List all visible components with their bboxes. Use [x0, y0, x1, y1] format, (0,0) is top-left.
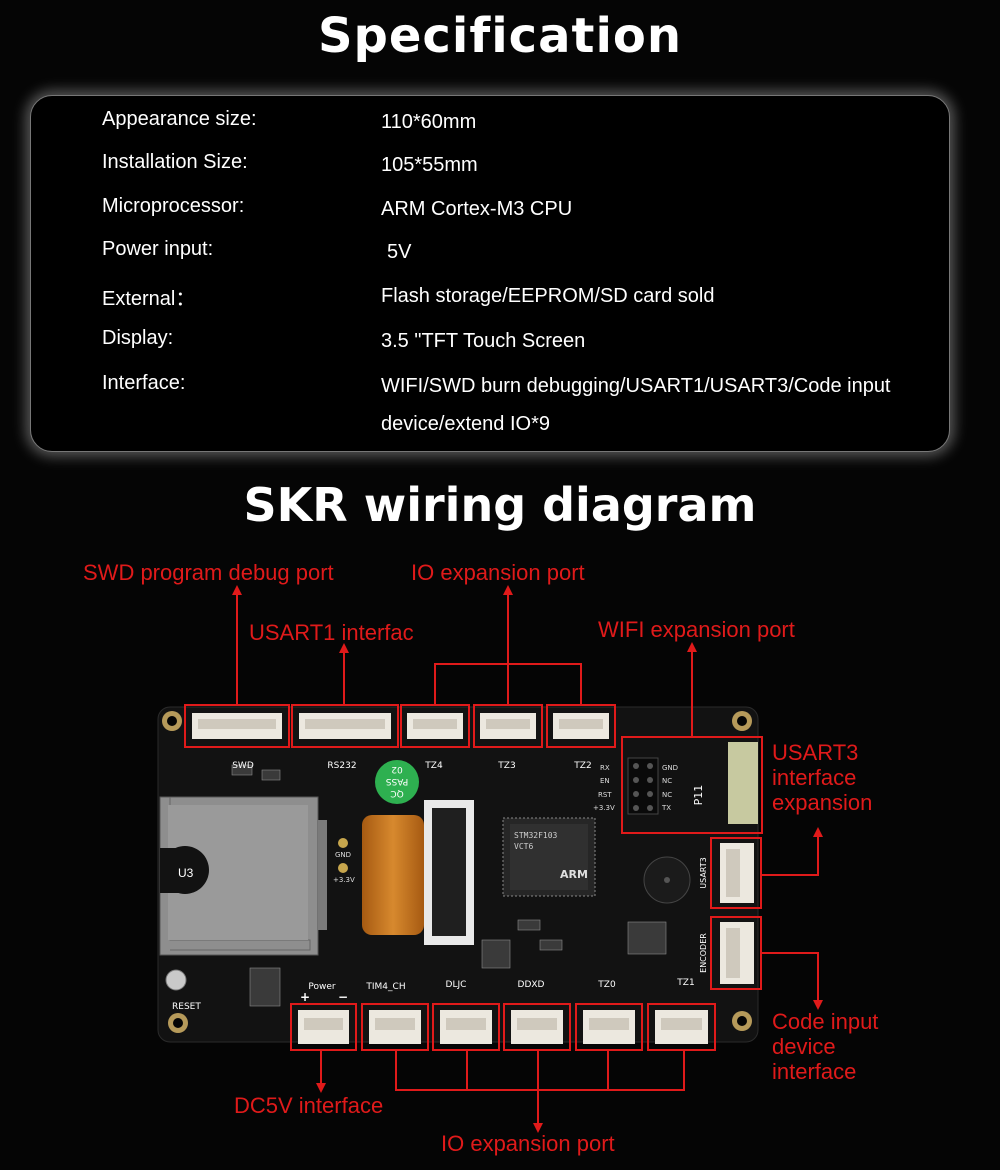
- small-components: [231, 764, 667, 1007]
- reset-label: RESET: [172, 1002, 201, 1012]
- callout-code-input: Code input device interface: [772, 1009, 879, 1084]
- spec-row: External： Flash storage/EEPROM/SD card s…: [31, 282, 949, 312]
- p11-label: P11: [692, 785, 705, 806]
- reset-button: [165, 969, 187, 991]
- spec-label: Microprocessor:: [102, 195, 245, 217]
- spec-label: Installation Size:: [102, 151, 248, 173]
- tz1-board-label: TZ1: [676, 978, 694, 988]
- qc-line1: QC: [390, 788, 403, 798]
- wifi-nc2: NC: [662, 791, 672, 799]
- spec-row: Installation Size: 105*55mm: [31, 151, 949, 181]
- swd-label: SWD: [232, 761, 254, 771]
- tz0-board-label: TZ0: [597, 980, 616, 990]
- spec-value: WIFI/SWD burn debugging/USART1/USART3/Co…: [381, 375, 891, 435]
- callout-usart1: USART1 interfac: [249, 620, 414, 645]
- chip-brand: ARM: [560, 868, 588, 881]
- spec-row: Power input: 5V: [31, 238, 949, 268]
- u3-label: U3: [178, 866, 194, 880]
- spec-label: External：: [102, 288, 196, 310]
- spec-row: Display: 3.5 "TFT Touch Screen: [31, 327, 949, 357]
- tz1-connector: [647, 1003, 716, 1051]
- spec-value: Flash storage/EEPROM/SD card sold: [381, 285, 715, 307]
- usart3-board-label: USART3: [699, 857, 708, 889]
- spec-row: Interface: WIFI/SWD burn debugging/USART…: [31, 372, 949, 435]
- display-ribbon-cable: [362, 815, 424, 935]
- wifi-nc1: NC: [662, 777, 672, 785]
- gnd-pad: [338, 838, 348, 848]
- wifi-gnd: GND: [662, 764, 678, 772]
- qc-line3: 02: [391, 764, 402, 774]
- wifi-header: [621, 736, 763, 834]
- qc-pass-sticker: [375, 760, 419, 804]
- encoder-connector: [710, 916, 762, 990]
- spec-label: Display:: [102, 327, 174, 349]
- mcu-chip: [502, 817, 596, 897]
- spec-label: Power input:: [102, 238, 214, 260]
- spec-value: 110*60mm: [381, 111, 477, 133]
- power-board-label: Power: [308, 982, 336, 992]
- callout-dc5v: DC5V interface: [234, 1093, 384, 1118]
- callout-swd-port: SWD program debug port: [83, 560, 334, 585]
- wifi-module: [728, 742, 758, 824]
- tz4-label: TZ4: [424, 761, 443, 771]
- wifi-en: EN: [600, 777, 610, 785]
- tz3-connector: [473, 704, 543, 748]
- wifi-tx: TX: [661, 804, 671, 812]
- spec-row: Appearance size: 110*60mm: [31, 108, 949, 138]
- gnd-label: GND: [335, 851, 351, 859]
- dljc-connector: [432, 1003, 500, 1051]
- chip-line2: VCT6: [514, 842, 533, 851]
- minus-sign: −: [338, 990, 348, 1004]
- spec-value: ARM Cortex-M3 CPU: [381, 198, 573, 220]
- wifi-rx: RX: [600, 764, 610, 772]
- rs232-connector: [291, 704, 399, 748]
- v33-label: +3.3V: [333, 876, 355, 884]
- callout-io-expansion-top: IO expansion port: [411, 560, 585, 585]
- spec-value: 3.5 "TFT Touch Screen: [381, 330, 586, 352]
- spec-label: Appearance size:: [102, 108, 257, 130]
- spec-value: 5V: [387, 241, 412, 263]
- rs232-label: RS232: [327, 761, 356, 771]
- mounting-holes: [162, 711, 752, 1033]
- usart3-connector: [710, 837, 762, 909]
- chip-line1: STM32F103: [514, 831, 558, 840]
- dljc-board-label: DLJC: [446, 980, 467, 990]
- qc-line2: PASS: [385, 776, 408, 786]
- spec-value: 105*55mm: [381, 154, 478, 176]
- wiring-title: SKR wiring diagram: [243, 478, 757, 532]
- ddxd-board-label: DDXD: [518, 980, 545, 990]
- tz4-connector: [400, 704, 470, 748]
- callout-lines: [232, 585, 823, 1133]
- spec-panel: Appearance size: 110*60mm Installation S…: [30, 95, 950, 452]
- tz2-label: TZ2: [573, 761, 591, 771]
- tz0-connector: [575, 1003, 643, 1051]
- wifi-rst: RST: [598, 791, 612, 799]
- wifi-33: +3.3V: [593, 804, 615, 812]
- v33-pad: [338, 863, 348, 873]
- tz3-label: TZ3: [497, 761, 515, 771]
- tim4-connector: [361, 1003, 429, 1051]
- power-connector: [290, 1003, 357, 1051]
- sd-card-slot: [159, 796, 327, 956]
- spec-label: Interface:: [102, 372, 186, 394]
- tim4-board-label: TIM4_CH: [365, 982, 405, 992]
- spec-title: Specification: [317, 8, 683, 64]
- plus-sign: +: [300, 990, 310, 1004]
- encoder-board-label: ENCODER: [699, 933, 708, 973]
- ddxd-connector: [503, 1003, 571, 1051]
- tz2-connector: [546, 704, 616, 748]
- swd-connector: [184, 704, 290, 748]
- callout-io-expansion-bottom: IO expansion port: [441, 1131, 615, 1156]
- spec-row: Microprocessor: ARM Cortex-M3 CPU: [31, 195, 949, 225]
- callout-wifi-port: WIFI expansion port: [598, 617, 795, 642]
- callout-usart3: USART3 interface expansion: [772, 740, 873, 815]
